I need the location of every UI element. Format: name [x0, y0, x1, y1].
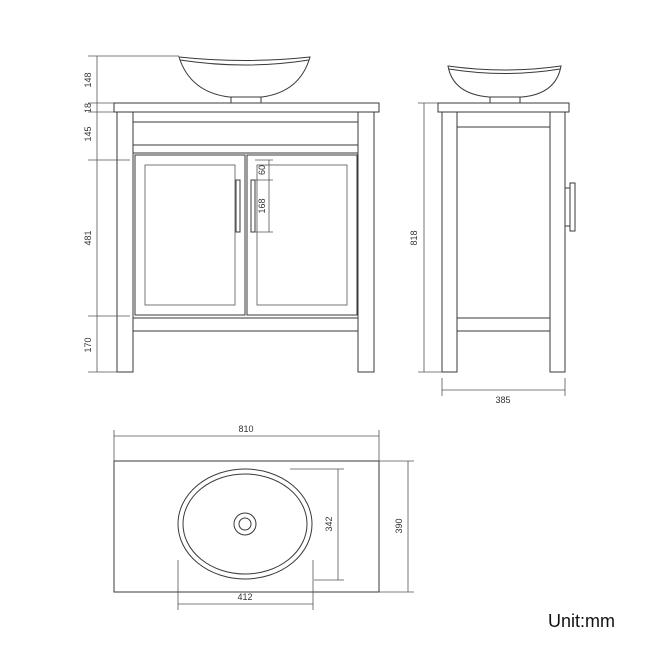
- front-view: 148 18 145 481 170 60 168: [83, 55, 380, 373]
- dim-handle-offset: 60: [257, 165, 267, 175]
- front-left-handle: [235, 179, 241, 233]
- dim-side-depth: 385: [495, 395, 510, 405]
- front-bowl-base: [230, 96, 262, 104]
- dim-bowl-length: 412: [237, 592, 252, 602]
- front-bowl-rim: [179, 59, 310, 66]
- front-right-door: [246, 154, 358, 316]
- side-view: 818 385: [409, 65, 576, 405]
- front-left-door: [134, 154, 246, 316]
- unit-label: Unit:mm: [548, 611, 615, 631]
- top-bowl-inner: [182, 473, 308, 575]
- dim-door-height: 481: [83, 230, 93, 245]
- dim-bowl-width: 342: [324, 516, 334, 531]
- dim-top-depth: 390: [394, 518, 404, 533]
- dim-top-thickness: 18: [83, 103, 93, 113]
- side-handle: [569, 182, 576, 232]
- dim-bowl-height: 148: [83, 72, 93, 87]
- dim-top-width: 810: [238, 424, 253, 434]
- drain-inner: [238, 517, 252, 531]
- side-front-leg: [549, 111, 566, 373]
- side-bowl: [447, 65, 562, 98]
- side-countertop: [437, 102, 570, 113]
- drain-outer: [233, 512, 257, 536]
- top-countertop: [113, 460, 380, 593]
- dim-handle-length: 168: [257, 198, 267, 213]
- front-countertop: [113, 102, 380, 113]
- dim-side-height: 818: [409, 230, 419, 245]
- front-bowl: [178, 56, 311, 98]
- dim-plinth-height: 170: [83, 337, 93, 352]
- dim-apron-height: 145: [83, 126, 93, 141]
- front-right-handle: [250, 179, 256, 233]
- top-view: 810 390 342 412: [113, 424, 414, 610]
- top-bowl-outer: [177, 468, 313, 580]
- side-back-leg: [441, 111, 458, 373]
- front-left-leg: [116, 111, 134, 373]
- front-right-leg: [357, 111, 375, 373]
